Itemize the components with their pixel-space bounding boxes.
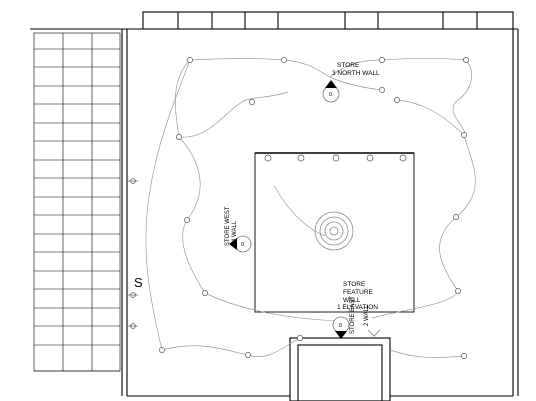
east-elevation-label-line1: STORE EAST [350,296,356,334]
elevation-marker-west: STORE WEST 4 WALL 0 [225,206,252,253]
track-light-heads [264,154,407,162]
wall-receptacles [128,178,138,329]
room-walls [30,28,519,397]
west-elevation-label-line1: STORE WEST [225,206,231,246]
feature-elevation-number: 0 [339,323,342,329]
feature-elevation-label-line1: STORE [343,281,366,288]
feature-elevation-label-line4: 1 ELEVATION [337,304,378,311]
feature-elevation-label-line2: FEATURE [343,289,374,296]
top-window-strip [142,11,514,30]
elevation-marker-north: STORE 3 NORTH WALL 0 [322,62,380,103]
north-elevation-label-line1: STORE [337,62,360,69]
elevation-marker-east: STORE EAST 2 WALL [350,296,381,337]
tile-gap [0,376,62,401]
east-elevation-label-line2: 2 WALL [364,304,370,326]
tiled-floor [33,32,121,372]
west-elevation-number: 0 [241,242,244,248]
lighting-circuit [145,58,476,358]
elevation-marker-feature: STORE FEATURE WALL 1 ELEVATION 0 [332,281,378,339]
light-switch-symbol: S [134,275,143,290]
feature-elevation-label-line3: WALL [343,297,361,304]
feature-platform [254,152,415,313]
center-pendant [314,211,354,251]
north-elevation-label-line2: 3 NORTH WALL [332,70,380,77]
door-frame [289,337,391,401]
west-elevation-label-line2: 4 WALL [232,220,238,242]
north-elevation-number: 0 [329,92,332,98]
recessed-lights [159,57,469,359]
